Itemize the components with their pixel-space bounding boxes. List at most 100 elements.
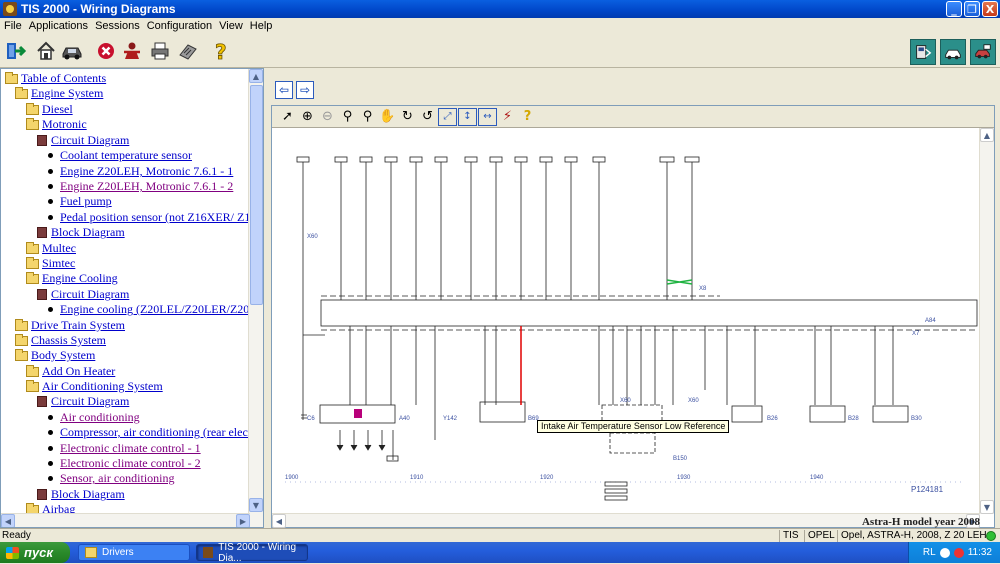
tree-item-multec[interactable]: Multec [26,241,76,256]
scroll-right-icon[interactable]: ▶ [236,514,250,527]
system-tray: RL 11:32 [908,542,1000,563]
help-icon[interactable]: ? [523,109,532,124]
scroll-left-icon[interactable]: ◀ [272,514,286,528]
scroll-thumb[interactable] [250,85,263,305]
tree-item-chassis-system[interactable]: Chassis System [15,333,106,348]
print-icon[interactable] [148,39,172,63]
start-button[interactable]: пуск [0,542,70,563]
vehicle-icon[interactable] [60,39,84,63]
tree-item-sensor-air-conditioning[interactable]: Sensor, air conditioning [45,471,175,486]
home-icon[interactable] [34,39,58,63]
tree-horizontal-scrollbar[interactable]: ◀ ▶ [1,513,250,527]
tree-item-airbag[interactable]: Airbag [26,502,75,517]
tree-item-block-diagram[interactable]: Block Diagram [37,225,125,240]
diagram-horizontal-scrollbar[interactable]: ◀ ▶ [272,513,980,528]
fit-height-icon[interactable]: ↕ [458,107,477,126]
scroll-right-icon[interactable]: ▶ [966,514,980,528]
tree-item-body-system[interactable]: Body System [15,348,95,363]
tree-item-compressor-air-conditioning[interactable]: Compressor, air conditioning (rear elect… [45,425,263,440]
tree-item-engine-cooling-z20[interactable]: Engine cooling (Z20LEL/Z20LER/Z20LEH [45,302,263,317]
tree-item-table-of-contents[interactable]: Table of Contents [5,71,106,86]
diagnostics-icon[interactable] [970,39,996,65]
zoom-in-icon[interactable]: ⊕ [302,109,313,124]
book-icon [37,489,47,500]
tree-item-fuel-pump[interactable]: Fuel pump [45,194,112,209]
tree-item-drive-train-system[interactable]: Drive Train System [15,318,125,333]
tree-item-electronic-climate-control-2[interactable]: Electronic climate control - 2 [45,456,201,471]
menu-configuration[interactable]: Configuration [146,20,213,32]
zoom-out-icon[interactable]: ⊖ [322,109,333,124]
task-drivers[interactable]: Drivers [78,544,190,561]
stop-icon[interactable] [94,39,118,63]
back-button[interactable]: ⇦ [275,81,293,99]
tree-item-engine-system[interactable]: Engine System [15,86,103,101]
tree-item-diesel[interactable]: Diesel [26,102,73,117]
label-b150: B150 [673,456,688,462]
bullet-icon [48,446,53,451]
menu-file[interactable]: File [4,20,22,32]
menu-applications[interactable]: Applications [28,20,89,32]
menu-help[interactable]: Help [249,20,273,32]
vehicle-select-icon[interactable] [940,39,966,65]
label-a40: A40 [399,416,410,422]
wire-trace-icon[interactable]: ⚡ [502,109,513,124]
tree-item-engine-z20leh-2[interactable]: Engine Z20LEH, Motronic 7.6.1 - 2 [45,179,233,194]
pan-icon[interactable]: ✋ [379,109,396,124]
tree-item-block-diagram[interactable]: Block Diagram [37,487,125,502]
clock[interactable]: 11:32 [967,547,992,558]
tree-item-circuit-diagram[interactable]: Circuit Diagram [37,287,129,302]
rotate-right-icon[interactable]: ↻ [402,109,413,124]
tree-item-motronic[interactable]: Motronic [26,117,87,132]
tree-item-electronic-climate-control-1[interactable]: Electronic climate control - 1 [45,441,201,456]
person-icon[interactable] [120,39,144,63]
tree-item-air-conditioning[interactable]: Air conditioning [45,410,140,425]
minimize-button[interactable]: _ [946,1,962,17]
menu-sessions[interactable]: Sessions [95,20,140,32]
tree-item-circuit-diagram[interactable]: Circuit Diagram [37,133,129,148]
diagram-frame: ➚ ⊕ ⊖ ⚲ ⚲ ✋ ↻ ↺ ⤢ ↕ ↔ ⚡ ? [271,105,995,528]
tree-item-circuit-diagram[interactable]: Circuit Diagram [37,394,129,409]
ruler-mark-1910: 1910 [410,475,424,481]
tree-item-engine-z20leh-1[interactable]: Engine Z20LEH, Motronic 7.6.1 - 1 [45,164,233,179]
language-indicator[interactable]: RL [922,547,936,558]
task-tis2000[interactable]: TIS 2000 - Wiring Dia... [196,542,308,564]
exit-icon[interactable] [4,39,28,63]
tree-item-pedal-position-sensor[interactable]: Pedal position sensor (not Z16XER/ Z18X [45,210,263,225]
scroll-up-icon[interactable]: ▲ [980,128,994,142]
fit-all-icon[interactable]: ⤢ [438,107,457,126]
bullet-icon [48,153,53,158]
pointer-icon[interactable]: ➚ [282,109,293,124]
scroll-down-icon[interactable]: ▼ [249,498,263,512]
network-icon[interactable] [939,547,950,558]
folder-open-icon [5,71,18,84]
tree-item-add-on-heater[interactable]: Add On Heater [26,364,115,379]
scroll-down-icon[interactable]: ▼ [980,500,994,514]
folder-icon [26,102,39,115]
forward-button[interactable]: ⇨ [296,81,314,99]
bullet-icon [48,307,53,312]
tree-item-engine-cooling[interactable]: Engine Cooling [26,271,118,286]
settings-icon[interactable] [176,39,200,63]
zoom-icon[interactable]: ⚲ [342,109,353,124]
tech2-icon[interactable] [910,39,936,65]
diagram-vertical-scrollbar[interactable]: ▲ ▼ [979,128,994,514]
security-icon[interactable] [953,547,964,558]
label-b69: B69 [528,416,539,422]
tree-item-coolant-temperature-sensor[interactable]: Coolant temperature sensor [45,148,192,163]
maximize-button[interactable]: ❐ [964,1,980,17]
menu-view[interactable]: View [219,20,243,32]
zoom-window-icon[interactable]: ⚲ [362,109,373,124]
label-y142: Y142 [443,416,458,422]
wiring-diagram-canvas[interactable]: X60 X8 A84 X7 C6 A40 Y142 B69 X60 X60 B1… [275,130,979,515]
scroll-up-icon[interactable]: ▲ [249,69,263,83]
help-icon[interactable]: ? [210,39,234,63]
tree-vertical-scrollbar[interactable]: ▲ ▼ [248,69,263,527]
tree-item-air-conditioning-system[interactable]: Air Conditioning System [26,379,163,394]
diagram-footer: Astra-H model year 2008 [861,516,980,528]
bullet-icon [48,169,53,174]
scroll-left-icon[interactable]: ◀ [1,514,15,527]
fit-width-icon[interactable]: ↔ [478,107,497,126]
tree-item-simtec[interactable]: Simtec [26,256,75,271]
close-button[interactable]: X [982,1,998,17]
rotate-left-icon[interactable]: ↺ [422,109,433,124]
